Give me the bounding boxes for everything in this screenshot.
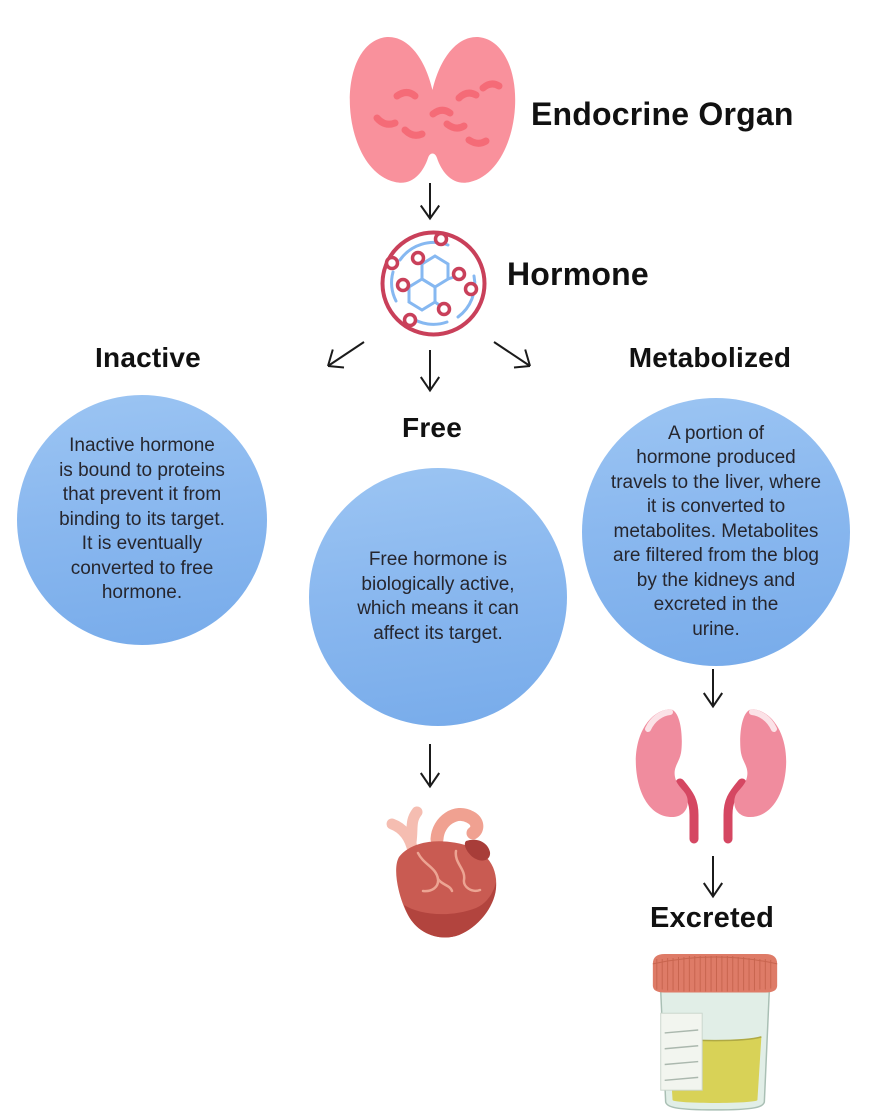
hormone-label: Hormone [507, 256, 649, 292]
inactive-description: Inactive hormone is bound to proteins th… [59, 435, 225, 604]
excreted-label: Excreted [649, 902, 775, 934]
arrow-down-icon [419, 183, 441, 221]
arrow-down-right-icon [493, 341, 531, 369]
arrow-down-icon [419, 744, 441, 789]
arrow-down-icon [702, 856, 724, 899]
heart-icon [386, 806, 497, 938]
endocrine-organ-label: Endocrine Organ [531, 96, 794, 132]
hormone-molecule-icon [380, 230, 487, 337]
metabolized-description: A portion of hormone produced travels to… [610, 422, 822, 640]
metabolized-bubble: A portion of hormone produced travels to… [582, 398, 850, 666]
arrow-down-icon [419, 350, 441, 393]
kidneys-icon [635, 709, 787, 844]
urine-sample-cup-icon [652, 954, 778, 1111]
inactive-bubble: Inactive hormone is bound to proteins th… [17, 395, 267, 645]
free-title: Free [402, 412, 462, 443]
metabolized-title: Metabolized [628, 342, 792, 373]
arrow-down-icon [702, 669, 724, 709]
inactive-title: Inactive [95, 342, 201, 373]
free-description: Free hormone is biologically active, whi… [357, 549, 519, 644]
free-bubble: Free hormone is biologically active, whi… [309, 468, 567, 726]
thyroid-gland-icon [349, 36, 516, 183]
arrow-down-left-icon [327, 341, 365, 369]
